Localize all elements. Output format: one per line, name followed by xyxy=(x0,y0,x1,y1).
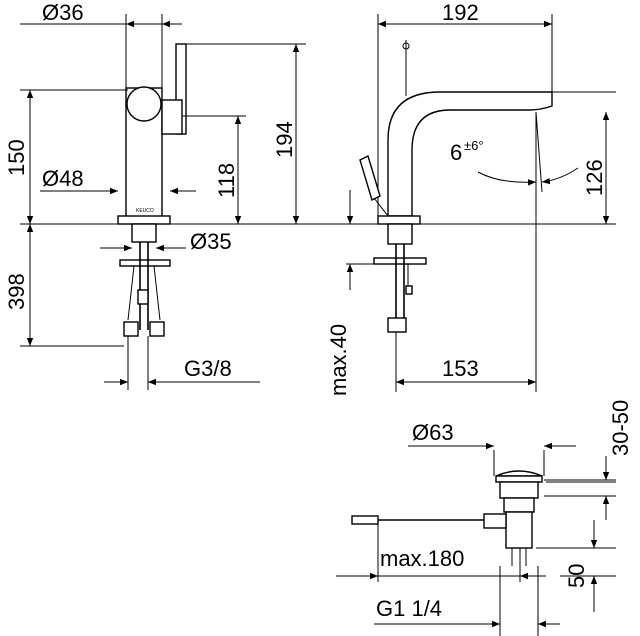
height-150-label: 150 xyxy=(4,139,29,176)
waste-height-label: 50 xyxy=(564,564,589,588)
top-diameter-label: Ø36 xyxy=(42,0,84,25)
brand-logo: KEUCO xyxy=(136,208,154,214)
waste-view: Ø63 30-50 max.180 50 xyxy=(336,400,633,636)
supply-hoses xyxy=(127,265,161,321)
tap-base xyxy=(117,215,171,225)
max-thickness-label: max.40 xyxy=(326,324,351,396)
waste-diameter-label: Ø63 xyxy=(412,420,454,445)
angle-tolerance-label: ±6° xyxy=(464,138,484,153)
spout-body xyxy=(387,91,553,217)
waste-thread-label: G1 1/4 xyxy=(376,596,442,621)
waste-max-length-label: max.180 xyxy=(380,546,464,571)
hose-nut-left xyxy=(123,321,139,337)
hose-nut-right xyxy=(149,321,165,337)
waste-plug xyxy=(495,470,543,477)
spout-length-label: 153 xyxy=(442,356,479,381)
spout-height-label: 126 xyxy=(582,159,607,196)
angle-label: 6 xyxy=(450,140,462,165)
handle-ball xyxy=(126,86,162,122)
mounting-plate xyxy=(119,259,171,267)
reach-label: 192 xyxy=(442,0,479,25)
hose-length-label: 398 xyxy=(4,273,29,310)
front-view: Ø36 KEUCO 150 194 118 Ø48 Ø35 xyxy=(4,0,616,390)
waste-body xyxy=(505,511,533,549)
pop-up-rod-knob xyxy=(359,155,381,201)
thread-label: G3/8 xyxy=(184,356,232,381)
shank-diameter-label: Ø35 xyxy=(190,229,232,254)
height-194-label: 194 xyxy=(272,121,297,158)
side-view: 192 6 ±6° 126 max.40 xyxy=(326,0,616,396)
waste-range-label: 30-50 xyxy=(608,400,633,456)
base-diameter-label: Ø48 xyxy=(42,166,84,191)
height-118-label: 118 xyxy=(214,163,239,198)
